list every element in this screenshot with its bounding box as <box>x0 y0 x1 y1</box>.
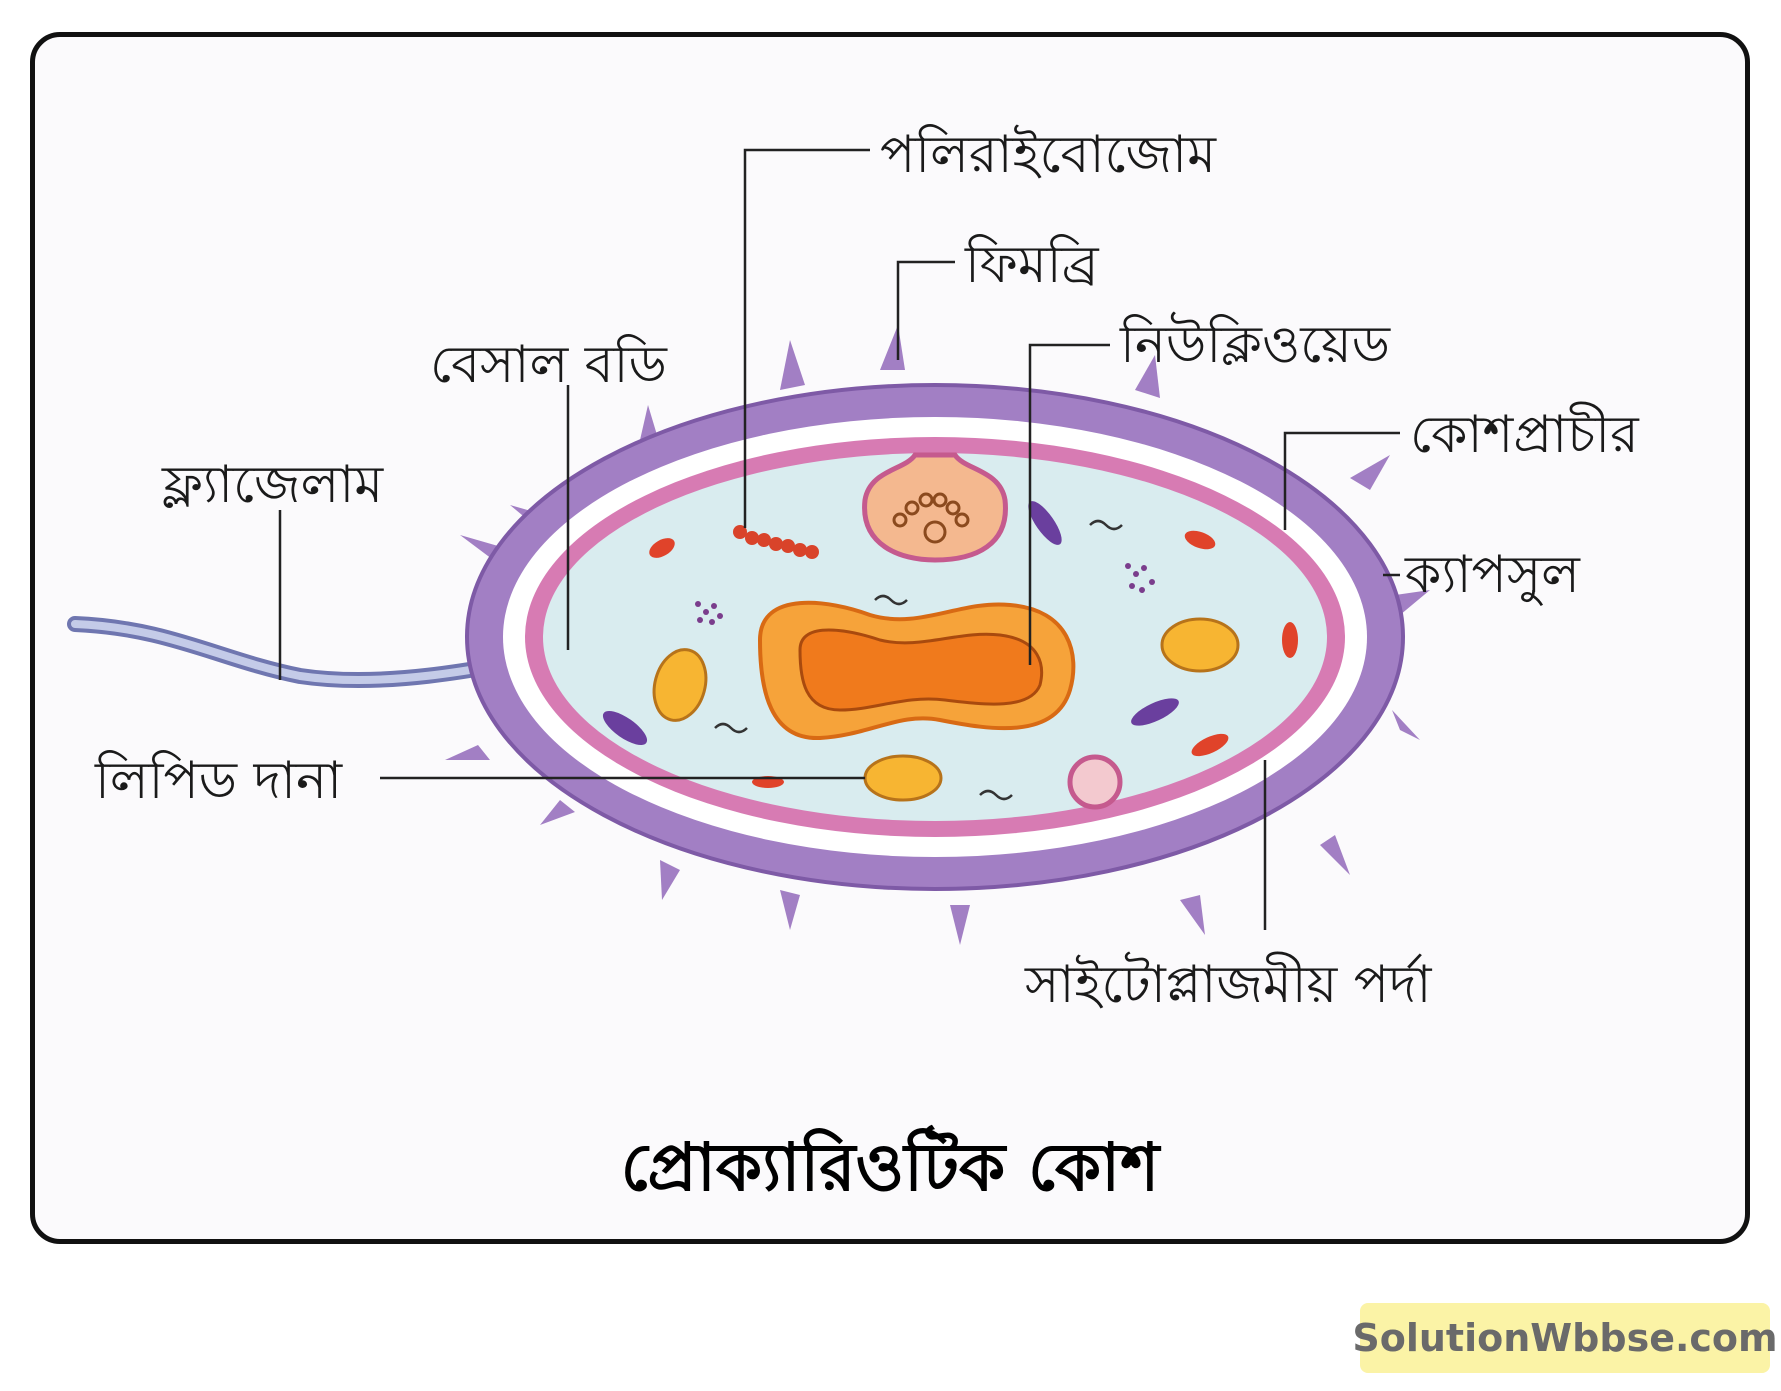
label-cell-wall: কোশপ্রাচীর <box>1410 402 1640 465</box>
watermark-badge: SolutionWbbse.com <box>1352 1303 1778 1373</box>
diagram-title: প্রোক্যারিওটিক কোশ <box>621 1124 1161 1206</box>
label-lipid-granule: লিপিড দানা <box>94 750 343 811</box>
polyribosome-cluster <box>733 525 819 559</box>
lipid-granules <box>652 617 1240 802</box>
label-nucleoid: নিউক্লিওয়েড <box>1119 312 1391 375</box>
inclusion <box>1067 754 1123 810</box>
squiggles <box>714 519 1123 801</box>
label-polyribosome: পলিরাইবোজোম <box>880 124 1217 185</box>
mesosome <box>862 452 1008 563</box>
red-granules <box>649 530 1298 788</box>
purple-granules <box>602 501 1179 746</box>
label-basal-body: বেসাল বডি <box>430 334 668 395</box>
label-flagellum: ফ্ল্যাজেলাম <box>161 455 384 515</box>
label-cytoplasmic-membrane: সাইটোপ্লাজমীয় পর্দা <box>1024 952 1432 1015</box>
label-fimbriae: ফিমব্রি <box>964 234 1100 295</box>
ribosome-clusters <box>695 563 1155 625</box>
fimbriae-spikes <box>445 325 1430 945</box>
leader-lines <box>278 148 1400 930</box>
label-capsule: ক্যাপসুল <box>1404 545 1581 606</box>
